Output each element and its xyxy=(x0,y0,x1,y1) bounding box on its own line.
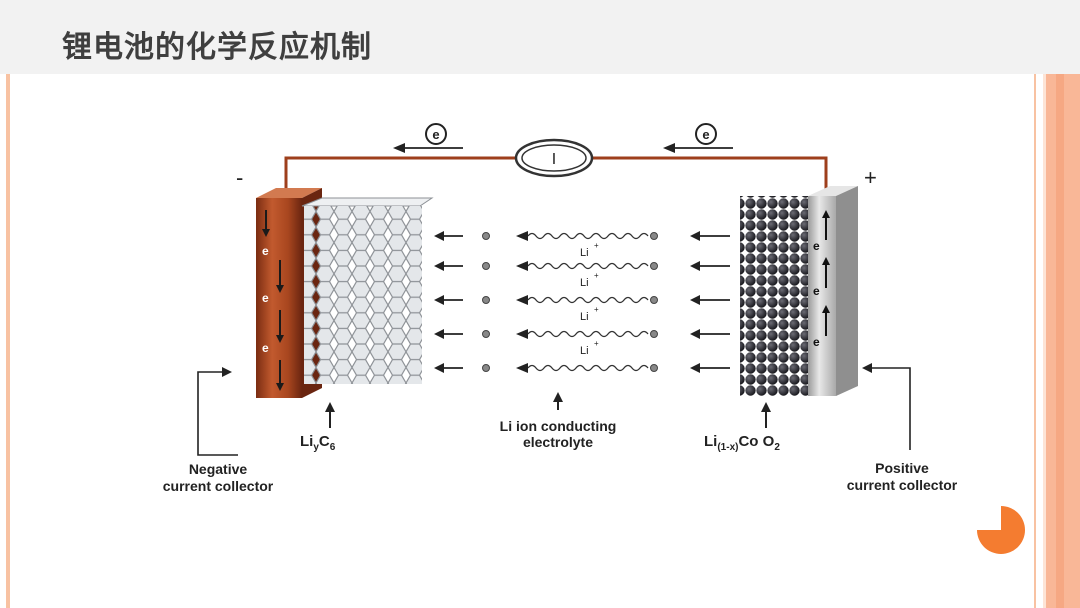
svg-text:+: + xyxy=(594,241,599,250)
left-accent-stripe xyxy=(6,74,10,608)
electron-flow-right-icon: e xyxy=(663,123,733,153)
svg-text:e: e xyxy=(262,341,269,355)
svg-text:+: + xyxy=(594,305,599,314)
svg-text:e: e xyxy=(262,244,269,258)
plus-sign: + xyxy=(864,165,877,190)
label-negative-line1: Negative xyxy=(189,461,248,477)
positive-electrode xyxy=(740,186,858,396)
label-positive-line1: Positive xyxy=(875,460,929,476)
electron-flow-left-icon: e xyxy=(393,123,463,153)
ammeter-icon: I xyxy=(514,138,594,178)
lithium-battery-diagram: I e e - + e e e xyxy=(163,123,958,494)
svg-text:e: e xyxy=(262,291,269,305)
pointer-arrows xyxy=(197,363,911,456)
orange-quarter-circle-icon xyxy=(977,506,1025,554)
svg-text:e: e xyxy=(813,239,820,253)
title-bar xyxy=(0,0,1080,74)
right-accent-band-inner xyxy=(1056,74,1064,608)
label-negative-line2: current collector xyxy=(163,478,274,494)
label-positive-line2: current collector xyxy=(847,477,958,493)
ion-row-2: Li + xyxy=(434,261,730,289)
circuit-wire xyxy=(284,156,515,194)
slide-title: 锂电池的化学反应机制 xyxy=(62,30,372,65)
meter-symbol: I xyxy=(552,151,556,168)
ion-row-5 xyxy=(434,363,730,373)
svg-text:Li(1-x)Co O2: Li(1-x)Co O2 xyxy=(704,433,780,453)
negative-electrode xyxy=(256,188,434,398)
svg-text:e: e xyxy=(813,335,820,349)
label-cathode: Li(1-x)Co O2 xyxy=(704,433,780,453)
negative-electron-markers: e e e xyxy=(262,210,284,391)
label-electrolyte-line1: Li ion conducting xyxy=(500,418,617,434)
minus-sign: - xyxy=(236,165,243,190)
svg-text:Li: Li xyxy=(580,311,589,323)
ion-row-3: Li + xyxy=(434,295,730,323)
circuit-wire-right xyxy=(593,156,828,194)
svg-text:+: + xyxy=(594,271,599,280)
svg-text:LiyC6: LiyC6 xyxy=(300,433,336,453)
svg-text:e: e xyxy=(813,284,820,298)
electron-symbol-right: e xyxy=(702,127,709,142)
right-accent-line xyxy=(1034,74,1036,608)
ion-row-4: Li + xyxy=(434,329,730,357)
label-electrolyte-line2: electrolyte xyxy=(523,434,593,450)
svg-text:Li: Li xyxy=(580,277,589,289)
svg-text:Li: Li xyxy=(580,345,589,357)
positive-electron-markers: e e e xyxy=(813,210,830,349)
label-anode: LiyC6 xyxy=(300,433,336,453)
ion-row-1: Li + xyxy=(434,231,730,259)
svg-text:+: + xyxy=(594,339,599,348)
svg-text:Li: Li xyxy=(580,247,589,259)
electron-symbol-left: e xyxy=(432,127,439,142)
